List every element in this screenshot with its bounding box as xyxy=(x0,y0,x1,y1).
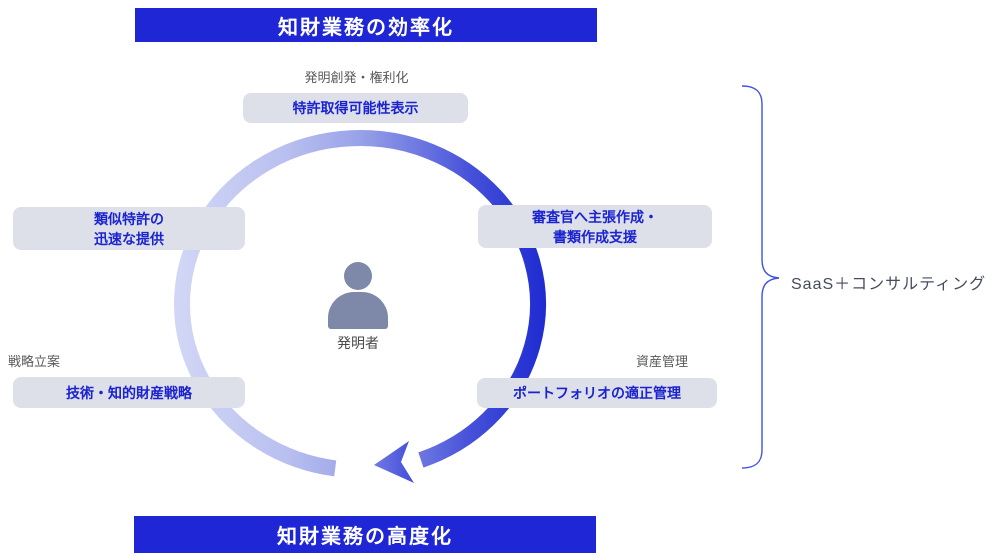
top-banner: 知財業務の効率化 xyxy=(135,8,597,42)
stage-box-portfolio-label: ポートフォリオの適正管理 xyxy=(513,385,681,401)
category-label-strategy: 戦略立案 xyxy=(8,354,61,369)
category-label-invention: 発明創発・権利化 xyxy=(304,70,409,85)
bracket-label: SaaS＋コンサルティング xyxy=(791,276,987,293)
stage-box-examiner-support-line2: 書類作成支援 xyxy=(553,228,637,245)
person-icon xyxy=(344,262,372,290)
cycle-arrow-head xyxy=(374,441,414,483)
stage-box-similar-patents-line1: 類似特許の xyxy=(94,210,164,227)
bottom-banner-label: 知財業務の高度化 xyxy=(277,526,453,548)
stage-box-examiner-support: 審査官へ主張作成・ 書類作成支援 xyxy=(478,205,712,248)
stage-box-patentability-label: 特許取得可能性表示 xyxy=(292,100,419,116)
stage-box-patentability: 特許取得可能性表示 xyxy=(243,93,468,123)
stage-box-similar-patents-line2: 迅速な提供 xyxy=(94,230,164,247)
inventor-label: 発明者 xyxy=(337,335,379,351)
category-label-asset: 資産管理 xyxy=(635,354,688,369)
person-icon-body xyxy=(328,292,388,329)
stage-box-portfolio: ポートフォリオの適正管理 xyxy=(477,378,717,408)
stage-box-ip-strategy: 技術・知的財産戦略 xyxy=(13,377,245,408)
stage-box-similar-patents: 類似特許の 迅速な提供 xyxy=(13,207,245,250)
bottom-banner: 知財業務の高度化 xyxy=(134,516,596,553)
top-banner-label: 知財業務の効率化 xyxy=(278,16,454,39)
stage-box-examiner-support-line1: 審査官へ主張作成・ xyxy=(532,208,658,225)
bracket-brace xyxy=(741,85,780,469)
stage-box-ip-strategy-label: 技術・知的財産戦略 xyxy=(66,384,192,401)
